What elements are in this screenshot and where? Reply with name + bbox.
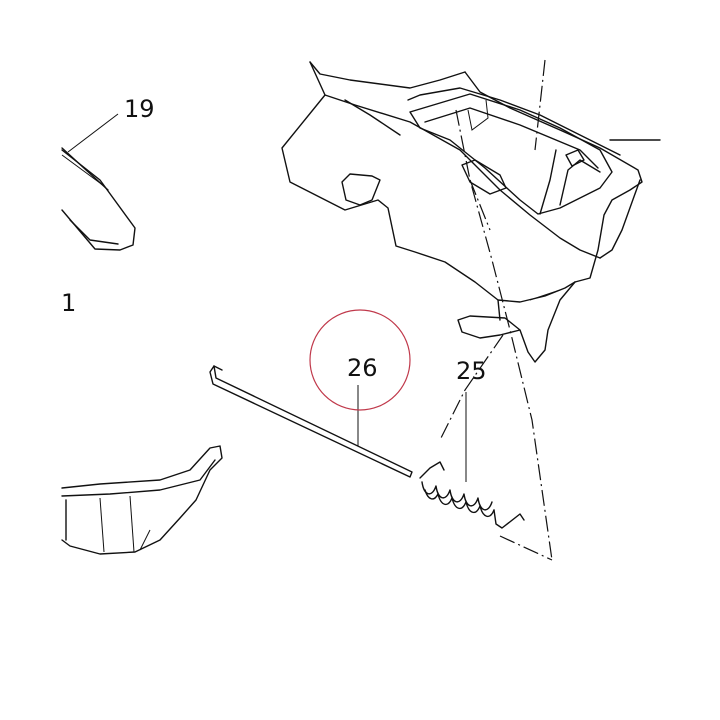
highlight-circle bbox=[309, 309, 411, 411]
callout-25: 25 bbox=[456, 357, 487, 385]
callout-1: 1 bbox=[61, 289, 76, 317]
callout-26: 26 bbox=[347, 354, 378, 382]
part-26-rod bbox=[209, 365, 413, 478]
part-1-housing-fragment bbox=[61, 445, 223, 555]
callout-19: 19 bbox=[124, 95, 155, 123]
part-25-spring bbox=[419, 461, 525, 529]
main-housing bbox=[281, 61, 661, 363]
leader-line-19 bbox=[67, 113, 119, 153]
part-19-panel bbox=[61, 147, 136, 251]
alignment-lines bbox=[439, 59, 553, 561]
